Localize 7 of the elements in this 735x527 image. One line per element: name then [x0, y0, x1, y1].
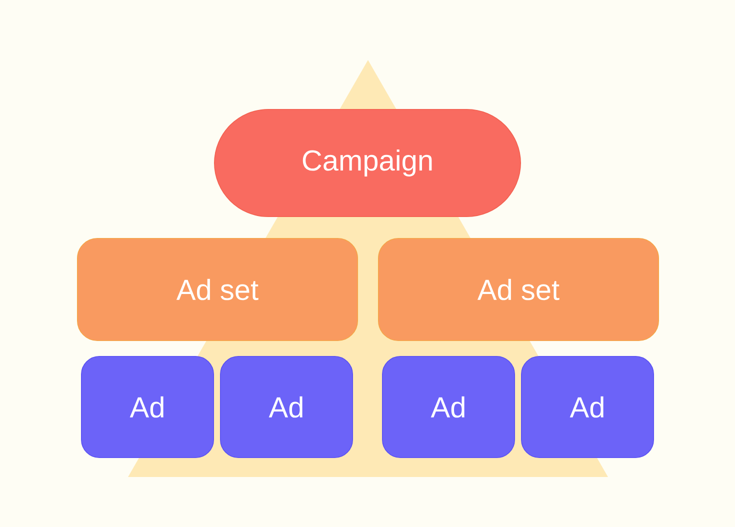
rounded-box: Ad	[220, 356, 353, 458]
pill-box: Campaign	[214, 109, 521, 217]
rounded-box: Ad	[521, 356, 654, 458]
rounded-box: Ad set	[77, 238, 358, 341]
rounded-box: Ad	[81, 356, 214, 458]
rounded-box: Ad	[382, 356, 515, 458]
rounded-box: Ad set	[378, 238, 659, 341]
